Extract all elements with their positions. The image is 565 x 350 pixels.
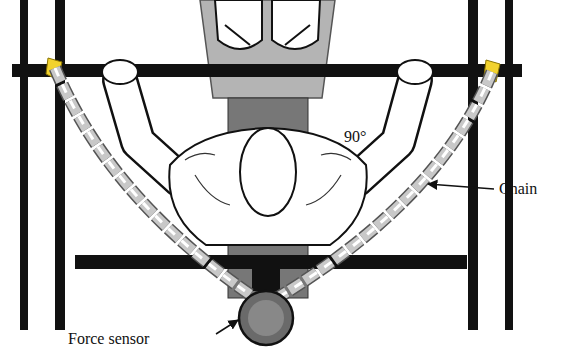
chain (55, 68, 258, 300)
torso (169, 128, 367, 245)
chain-link-holes (55, 68, 258, 300)
sensor-mount (252, 269, 280, 291)
rack-post (468, 0, 478, 330)
force-sensor-face (248, 300, 284, 336)
rack-post (55, 0, 65, 330)
shin-lines (225, 25, 310, 45)
hand (397, 60, 433, 84)
barbell (12, 64, 522, 77)
part-label: Chain (497, 180, 539, 198)
leader-arrow (216, 320, 238, 334)
rack-post (20, 0, 28, 330)
angle-label: 90° (342, 128, 368, 146)
force-sensor (239, 291, 293, 345)
knee (272, 0, 320, 49)
rack-post (505, 0, 513, 330)
leader-arrow (428, 184, 494, 189)
head (240, 128, 296, 216)
hand (102, 60, 138, 84)
knee (215, 0, 262, 49)
chain (55, 68, 258, 300)
part-label: Force sensor (66, 330, 151, 348)
bench-pad (200, 0, 335, 98)
frame-crossbar (75, 255, 467, 269)
